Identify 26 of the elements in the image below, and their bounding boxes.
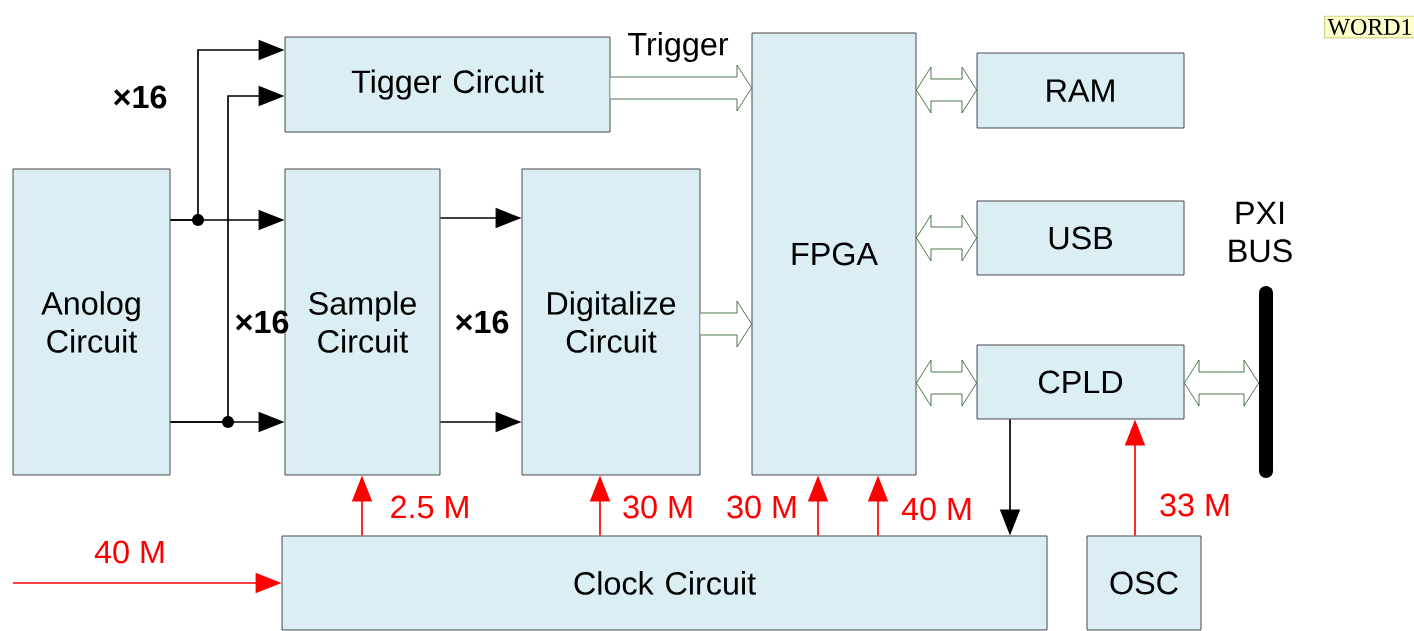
- bus-arrow: [610, 64, 752, 112]
- tag-box: WORD1: [1324, 15, 1414, 39]
- edge-label: Trigger: [626, 30, 730, 64]
- block-box: OSC: [1086, 535, 1202, 631]
- block-box: Tigger Circuit: [284, 36, 611, 133]
- bus-arrow: [916, 214, 977, 262]
- block-box: CPLD: [976, 344, 1185, 420]
- block-box: Digitalize Circuit: [521, 168, 701, 476]
- edge-label: 30 M: [724, 494, 800, 520]
- block-box: FPGA: [751, 32, 917, 476]
- edge-label: 30 M: [620, 494, 696, 520]
- bus-label: PXI BUS: [1229, 201, 1292, 263]
- edge-label: 40 M: [899, 496, 975, 522]
- block-box: USB: [976, 200, 1185, 276]
- multiplier-label: ×16: [455, 310, 509, 334]
- bus-arrow: [700, 300, 752, 348]
- bus-arrow: [916, 66, 977, 114]
- block-box: Clock Circuit: [281, 535, 1048, 631]
- bus-arrow: [1184, 359, 1260, 407]
- edge-label: 33 M: [1157, 492, 1233, 518]
- block-box: RAM: [976, 52, 1185, 129]
- edge-label: 40 M: [92, 539, 168, 565]
- edge-label: 2.5 M: [388, 494, 472, 520]
- block-box: Anolog Circuit: [12, 168, 171, 476]
- bus-arrow: [916, 359, 977, 407]
- multiplier-label: ×16: [113, 85, 167, 109]
